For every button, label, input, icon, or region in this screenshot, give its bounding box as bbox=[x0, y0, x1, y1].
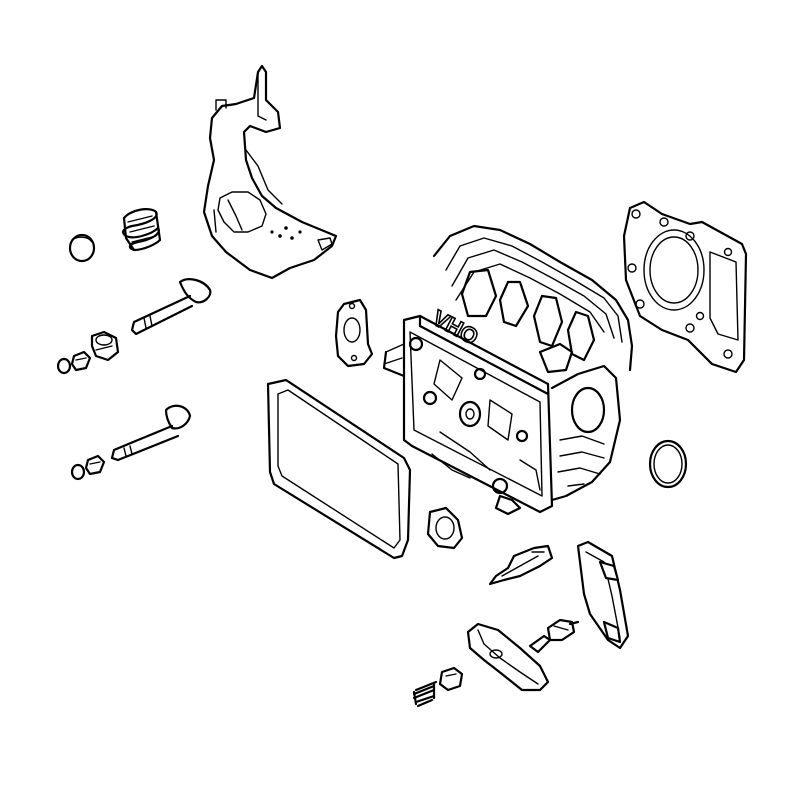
retainers-lower bbox=[70, 454, 106, 481]
cylinder-head: OHV bbox=[382, 224, 634, 516]
rocker-stud bbox=[528, 618, 580, 654]
rocker-cover-shield bbox=[202, 64, 338, 280]
adjuster-nut bbox=[438, 666, 464, 692]
adjuster-spring bbox=[412, 680, 438, 708]
breather-plate bbox=[576, 540, 630, 650]
exhaust-port-gasket bbox=[426, 506, 464, 550]
intake-valve bbox=[130, 278, 212, 336]
rocker-arm bbox=[466, 622, 550, 692]
exhaust-valve bbox=[110, 404, 192, 462]
retainers-upper bbox=[56, 350, 92, 375]
valve-spring bbox=[122, 208, 162, 252]
intake-port-gasket bbox=[334, 298, 374, 368]
ohv-lettering: OHV bbox=[428, 305, 482, 350]
valve-cap bbox=[68, 233, 96, 263]
baffle-small bbox=[488, 544, 554, 586]
head-gasket bbox=[622, 200, 748, 374]
o-ring bbox=[648, 439, 688, 489]
rocker-cover-gasket bbox=[266, 378, 412, 560]
valve-seal bbox=[90, 330, 120, 362]
